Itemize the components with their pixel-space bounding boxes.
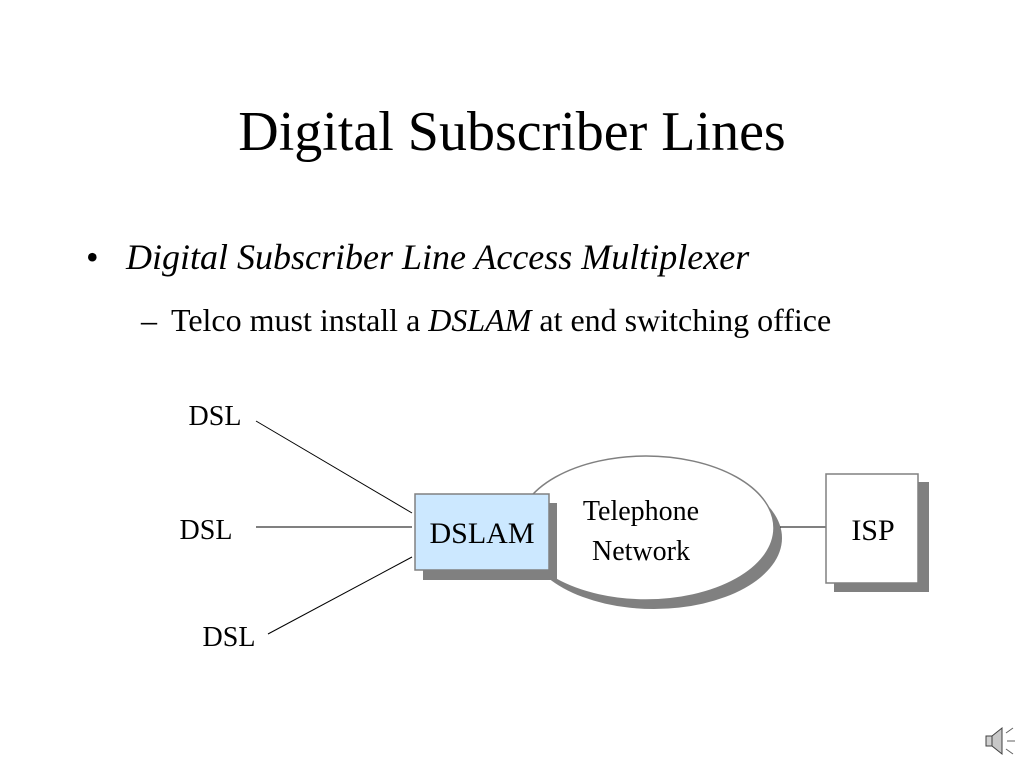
speaker-icon[interactable] [985, 726, 1015, 756]
sub-bullet-emphasis: DSLAM [428, 302, 532, 338]
network-label-line1: Telephone [583, 496, 699, 527]
dsl-line-top [255, 420, 413, 514]
slide-title: Digital Subscriber Lines [238, 101, 786, 163]
bullet-marker: • [86, 237, 99, 277]
bullet-text: Digital Subscriber Line Access Multiplex… [126, 237, 750, 277]
isp-box [825, 473, 919, 584]
bullet-item: • Digital Subscriber Line Access Multiple… [86, 236, 749, 278]
dslam-box [414, 493, 550, 571]
dsl-line-bottom [267, 556, 413, 635]
dsl-label-middle: DSL [180, 515, 233, 546]
dsl-label-bottom: DSL [203, 622, 256, 653]
sub-bullet-text-before: Telco must install a [171, 302, 429, 338]
network-label-line2: Network [592, 536, 690, 567]
sub-bullet-marker: – [141, 302, 157, 338]
sub-bullet-text-after: at end switching office [531, 302, 832, 338]
sub-bullet-item: – Telco must install a DSLAM at end swit… [141, 298, 921, 343]
dslam-label: DSLAM [429, 517, 534, 550]
dsl-label-top: DSL [189, 401, 242, 432]
sub-bullet-text: Telco must install a DSLAM at end switch… [141, 298, 921, 343]
isp-label: ISP [851, 514, 894, 547]
